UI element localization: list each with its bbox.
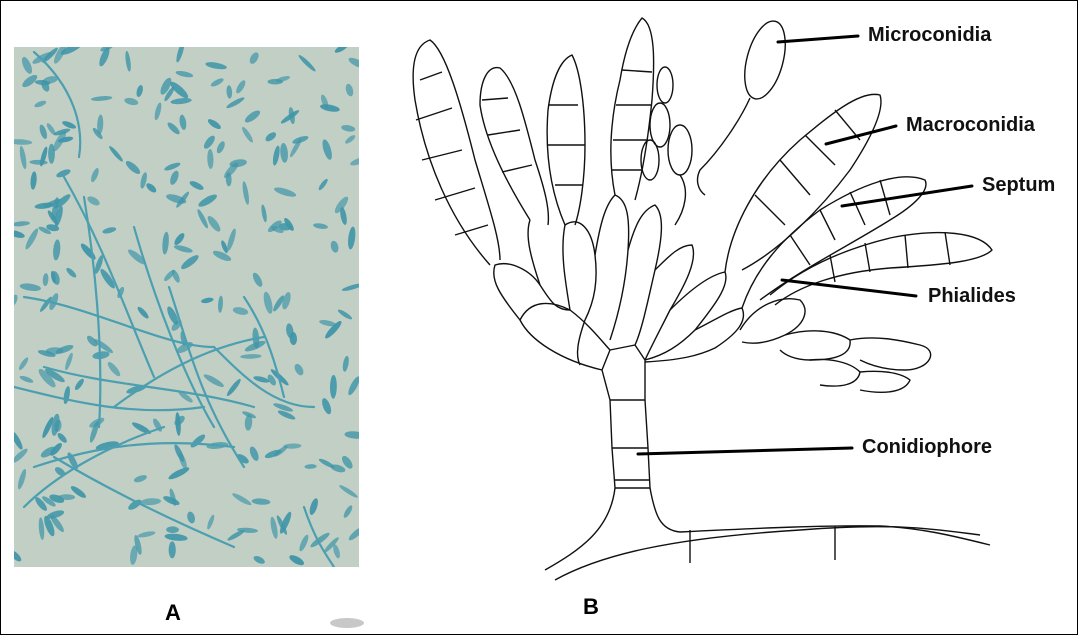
leader-phialides <box>782 280 916 296</box>
leader-microconidia <box>778 36 858 42</box>
leader-macroconidia <box>826 126 896 144</box>
panel-label-b: B <box>583 594 599 620</box>
label-phialides: Phialides <box>928 285 1016 308</box>
leader-septum <box>842 186 972 206</box>
label-microconidia: Microconidia <box>868 24 991 47</box>
label-macroconidia: Macroconidia <box>906 114 1035 137</box>
label-septum: Septum <box>982 174 1055 197</box>
leader-conidiophore <box>638 448 852 454</box>
label-conidiophore: Conidiophore <box>862 436 992 459</box>
